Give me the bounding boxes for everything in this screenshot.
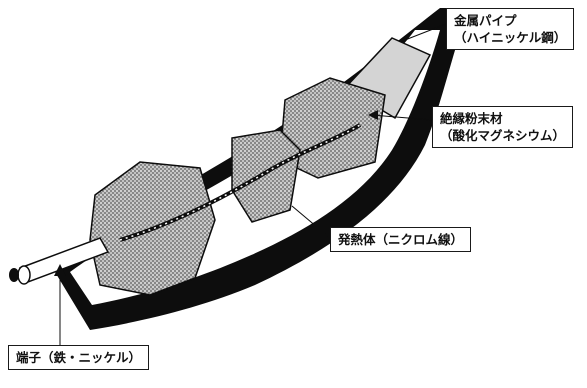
arrow-insulation (368, 110, 378, 120)
label-metal-pipe: 金属パイプ （ハイニッケル鋼） (446, 8, 575, 50)
label-insulation-powder: 絶縁粉末材 （酸化マグネシウム） (432, 106, 574, 148)
label-heater-line1: 発熱体（ニクロム線） (338, 232, 464, 247)
label-terminal: 端子（鉄・ニッケル） (8, 345, 150, 370)
nichrome-wire-highlight (119, 124, 361, 241)
leader-heater (291, 205, 331, 239)
terminal-tip (9, 268, 19, 282)
leader-metal-pipe (404, 23, 447, 41)
label-terminal-line1: 端子（鉄・ニッケル） (16, 350, 142, 365)
terminal-rod-end (17, 265, 31, 285)
label-metal-pipe-line2: （ハイニッケル鋼） (454, 30, 567, 45)
label-metal-pipe-line1: 金属パイプ (454, 13, 517, 28)
label-insulation-line2: （酸化マグネシウム） (440, 128, 566, 143)
leader-insulation (371, 114, 433, 121)
arrow-terminal (54, 264, 66, 276)
label-heating-element: 発熱体（ニクロム線） (330, 227, 472, 252)
label-insulation-line1: 絶縁粉末材 (440, 111, 503, 126)
